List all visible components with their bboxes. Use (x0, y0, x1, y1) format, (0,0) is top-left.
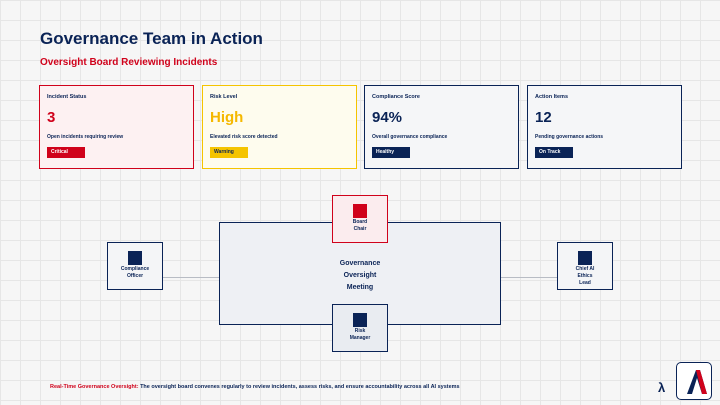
card-incident-status: Incident Status 3 Open incidents requiri… (39, 85, 194, 169)
page-title: Governance Team in Action (40, 29, 263, 48)
person-icon (353, 204, 367, 218)
footer-banner: Real-Time Governance Oversight: The over… (40, 372, 640, 402)
card-description: Overall governance compliance (372, 134, 448, 140)
meeting-label-line: Governance (339, 260, 381, 267)
footer-highlight: Real-Time Governance Oversight: (50, 384, 139, 390)
card-description: Open incidents requiring review (47, 134, 124, 140)
meeting-label-line: Oversight (343, 272, 377, 279)
card-description: Pending governance actions (535, 134, 604, 140)
card-label: Incident Status (47, 94, 87, 100)
meeting-label-line: Meeting (346, 284, 374, 291)
status-badge: Healthy (372, 147, 410, 158)
status-badge: Critical (47, 147, 85, 158)
connector-right (501, 277, 557, 278)
card-label: Compliance Score (372, 94, 420, 100)
status-badge: On Track (535, 147, 573, 158)
card-compliance-score: Compliance Score 94% Overall governance … (364, 85, 519, 169)
card-action-items: Action Items 12 Pending governance actio… (527, 85, 682, 169)
card-value: High (210, 109, 244, 126)
footer-text: The oversight board convenes regularly t… (138, 384, 460, 390)
compliance-officer-node: Compliance Officer (107, 242, 163, 290)
board-chair-node: Board Chair (332, 195, 388, 243)
risk-manager-node: Risk Manager (332, 304, 388, 352)
card-description: Elevated risk score detected (210, 134, 278, 140)
person-name: Board Chair (333, 219, 387, 233)
card-label: Risk Level (210, 94, 238, 100)
card-risk-level: Risk Level High Elevated risk score dete… (202, 85, 357, 169)
person-name: Chief AI Ethics Lead (558, 266, 612, 287)
name-line: Compliance (120, 266, 150, 272)
name-line: Officer (126, 273, 144, 279)
chief-ai-ethics-lead-node: Chief AI Ethics Lead (557, 242, 613, 290)
person-icon (353, 313, 367, 327)
brand-logo (676, 362, 712, 400)
person-icon (128, 251, 142, 265)
lambda-icon: λ (658, 380, 666, 395)
name-line: Ethics (577, 273, 593, 279)
name-line: Manager (349, 335, 371, 341)
brand-logo-icon (687, 370, 707, 394)
status-badge: Warning (210, 147, 248, 158)
connector-left (163, 277, 219, 278)
name-line: Chair (353, 226, 367, 232)
page-subtitle: Oversight Board Reviewing Incidents (40, 57, 218, 68)
card-value: 3 (47, 109, 56, 126)
meeting-label: Governance Oversight Meeting (330, 258, 390, 294)
name-line: Chief AI (575, 266, 595, 272)
person-icon (578, 251, 592, 265)
person-name: Compliance Officer (108, 266, 162, 280)
name-line: Board (352, 219, 368, 225)
card-value: 94% (372, 109, 403, 126)
name-line: Risk (354, 328, 366, 334)
name-line: Lead (579, 280, 591, 286)
card-value: 12 (535, 109, 552, 126)
card-label: Action Items (535, 94, 569, 100)
person-name: Risk Manager (333, 328, 387, 342)
